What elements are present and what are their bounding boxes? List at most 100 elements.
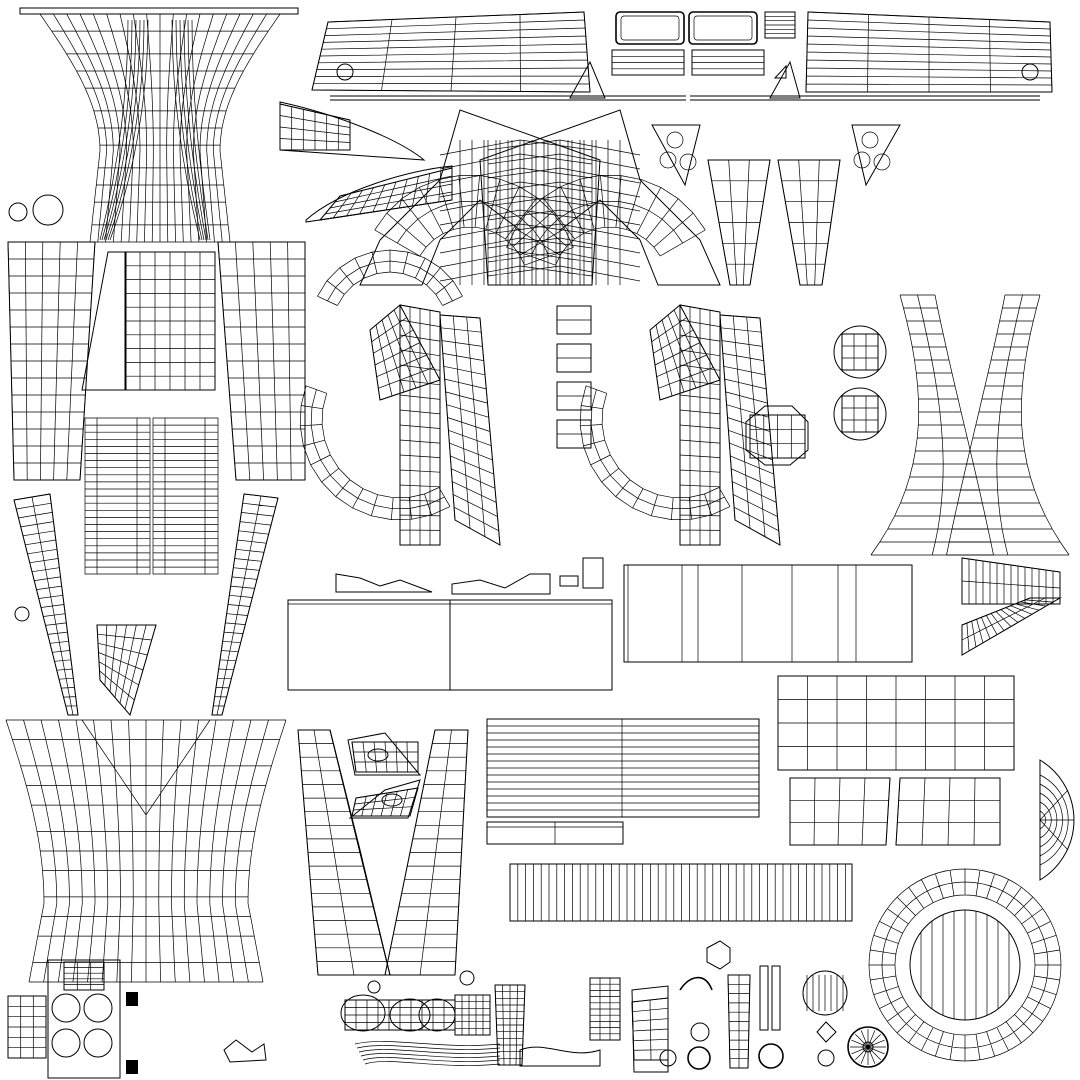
uv-island-wheel-sheet-top bbox=[63, 961, 105, 991]
uv-island-rear-panel-b bbox=[895, 777, 1001, 846]
uv-island-hood-top-center-lines bbox=[99, 19, 211, 241]
uv-island-disc-small bbox=[802, 970, 848, 1016]
uv-island-lamp-bar bbox=[611, 49, 685, 76]
uv-island-cap-grid-outline bbox=[749, 414, 806, 459]
uv-island-intake-hole bbox=[666, 131, 684, 149]
uv-island-slats-lines bbox=[487, 719, 759, 817]
uv-island-diffuser-bottom-outline bbox=[961, 597, 1062, 656]
uv-island-door-left-arch-wire bbox=[299, 385, 451, 520]
uv-island-ribbed-strip bbox=[509, 863, 853, 922]
uv-island-diffuser-top-outline bbox=[961, 557, 1061, 605]
uv-island-wing-upper-grid-outline bbox=[279, 103, 351, 151]
uv-island-grille-outline bbox=[623, 564, 913, 663]
uv-island-seat-panel-outline bbox=[454, 994, 491, 1036]
uv-island-lamp-stack bbox=[764, 11, 796, 39]
uv-island-diffuser-bottom bbox=[961, 597, 1062, 656]
uv-island-half-disc-outline bbox=[1039, 759, 1075, 881]
uv-island-side-panel-mid-outline bbox=[124, 251, 216, 391]
uv-island-spoiler-cap bbox=[96, 624, 157, 717]
uv-island-vent-left-outline bbox=[707, 159, 771, 286]
uv-island-intake-hole bbox=[853, 151, 871, 169]
uv-island-intake-hole bbox=[679, 153, 697, 171]
uv-island-seat-blob bbox=[340, 994, 386, 1032]
uv-island-tag bbox=[126, 1060, 138, 1074]
uv-island-door-right-panel-b bbox=[719, 314, 781, 546]
uv-island-tire-inner-lines bbox=[920, 910, 1010, 1020]
uv-island-louvre-block bbox=[84, 417, 151, 575]
uv-island-intake-hole bbox=[873, 153, 891, 171]
uv-island-small-wheel bbox=[51, 993, 81, 1023]
uv-island-sill-arch-wire bbox=[317, 249, 463, 306]
uv-island-wheel-sheet bbox=[47, 959, 121, 1079]
uv-island-bumper-rear bbox=[777, 675, 1015, 771]
uv-islands bbox=[5, 7, 1075, 1062]
uv-island-rim-spokes bbox=[850, 1029, 886, 1065]
uv-island-door-right-panel-outline bbox=[679, 304, 721, 546]
uv-island-trim-b bbox=[451, 573, 551, 595]
uv-island-side-tri bbox=[81, 251, 127, 391]
uv-island-wheel-arch-left-wire bbox=[870, 294, 994, 556]
uv-island-fender-left-arch-wire bbox=[506, 175, 706, 266]
uv-island-tab bbox=[559, 575, 579, 587]
uv-island-pillar-right-outline bbox=[211, 493, 279, 716]
uv-island-washer bbox=[690, 1022, 710, 1042]
uv-island-tag bbox=[126, 992, 138, 1006]
uv-island-intake-hole bbox=[659, 151, 677, 169]
uv-island-door-right-panel bbox=[679, 304, 721, 546]
uv-island-bumper-rear-outline bbox=[777, 675, 1015, 771]
uv-island-small-wheel bbox=[83, 993, 113, 1023]
uv-island-vent-cover-grid bbox=[351, 787, 419, 817]
uv-island-cap bbox=[745, 405, 809, 466]
uv-island-vent-cover-grid-outline bbox=[351, 787, 419, 817]
uv-island-knob bbox=[367, 980, 381, 994]
uv-island-vent-hole bbox=[367, 748, 389, 762]
uv-island-slats bbox=[486, 718, 760, 845]
uv-island-vent-hole bbox=[381, 793, 403, 807]
uv-island-louvres bbox=[84, 417, 219, 575]
uv-island-diffuser-top bbox=[961, 557, 1061, 605]
uv-island-lamp-bar bbox=[691, 49, 765, 76]
uv-island-grille bbox=[623, 564, 913, 663]
uv-island-bolt bbox=[8, 202, 28, 222]
uv-island-wing-lower bbox=[305, 165, 453, 223]
uv-island-disc-grid bbox=[841, 333, 879, 371]
uv-island-hood-strip bbox=[19, 7, 299, 15]
uv-island-roof-rails bbox=[330, 95, 1040, 101]
uv-island-washer bbox=[659, 1049, 677, 1067]
uv-island-pillar-left bbox=[13, 493, 79, 716]
uv-island-vent-cover bbox=[348, 779, 421, 819]
uv-island-door-left-panel bbox=[399, 304, 441, 546]
uv-island-pillar-v-mid-outline bbox=[329, 729, 391, 976]
uv-island-strut-outline bbox=[727, 974, 751, 1069]
uv-island-lamps bbox=[569, 11, 801, 99]
uv-island-fender-right bbox=[359, 109, 601, 286]
uv-island-door-left-top-outline bbox=[369, 304, 441, 401]
uv-island-seat-straps bbox=[354, 1041, 501, 1066]
uv-island-seat-strap-end bbox=[519, 1046, 601, 1067]
uv-island-roof-hole bbox=[336, 63, 354, 81]
uv-island-slat-small-lines bbox=[487, 822, 623, 844]
uv-island-wheel-arch-left bbox=[870, 294, 994, 556]
uv-island-rear-panel-a-outline bbox=[789, 777, 891, 846]
uv-island-lamp-bar-outline bbox=[611, 49, 685, 76]
uv-island-disc bbox=[833, 387, 887, 441]
uv-island-half-disc-wire bbox=[1039, 774, 1074, 866]
uv-island-exhaust bbox=[589, 977, 621, 1041]
uv-island-roof-right-outline bbox=[805, 11, 1053, 93]
uv-island-lamp bbox=[615, 11, 685, 45]
uv-island-door-right-panel-b-outline bbox=[719, 314, 781, 546]
uv-island-disc-small-lines bbox=[806, 975, 844, 1011]
uv-island-side-panel-left-outline bbox=[7, 241, 96, 481]
uv-island-side-panel-mid bbox=[124, 251, 216, 391]
uv-island-seat-figure-outline bbox=[494, 984, 526, 1066]
uv-island-intake-right bbox=[851, 124, 901, 187]
uv-island-sill-arch bbox=[317, 249, 463, 306]
uv-island-disc-grid bbox=[841, 395, 879, 433]
uv-island-door-right-top-outline bbox=[649, 304, 721, 401]
uv-island-pillar-right bbox=[211, 493, 279, 716]
uv-island-side-panel-right-outline bbox=[217, 241, 306, 481]
uv-island-wing-lower-grid bbox=[318, 167, 453, 221]
uv-island-fins bbox=[569, 60, 801, 99]
uv-island-fender-right-arch-wire bbox=[374, 175, 574, 266]
